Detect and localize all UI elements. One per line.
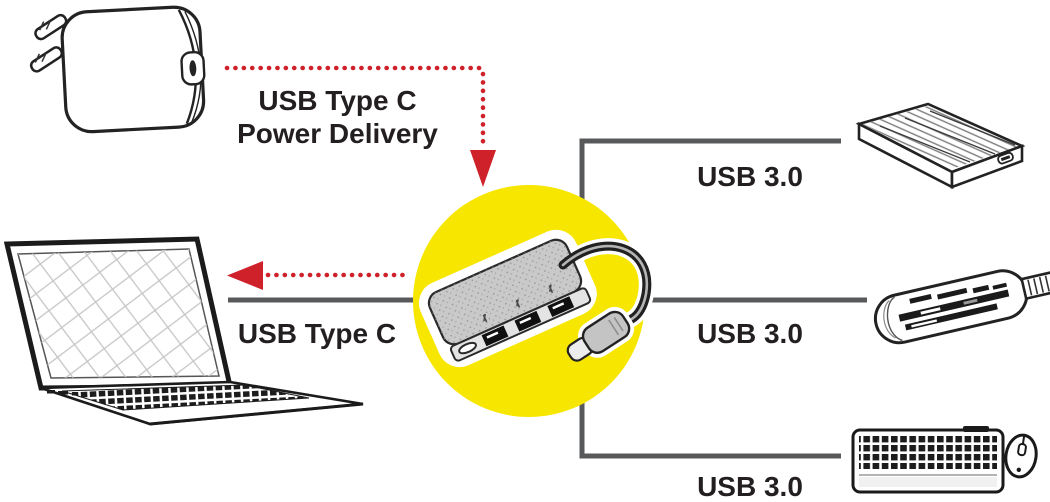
usb-c-outlet: [180, 50, 206, 86]
host-link-label: USB Type C: [237, 318, 397, 349]
hdd-port: [997, 151, 1014, 165]
usb-a-ports: [481, 296, 575, 347]
usb3-label-top: USB 3.0: [697, 161, 803, 192]
usb-c-hub-icon: [418, 229, 655, 368]
mouse: [1004, 433, 1038, 479]
keyboard: [851, 426, 1005, 494]
usb-c-port: [458, 341, 477, 355]
card-reader-top-marks: [909, 282, 1007, 304]
usb3-label-bottom: USB 3.0: [697, 471, 803, 502]
keyboard-mouse-icon: [851, 426, 1038, 494]
hub-body: [418, 229, 597, 368]
power-delivery-label-line1: USB Type C: [258, 85, 417, 116]
power-delivery-label-line2: Power Delivery: [237, 118, 438, 149]
usb-c-power-adapter-icon: [29, 5, 206, 134]
usb-c-connector: [566, 306, 635, 362]
external-hard-drive-icon: [855, 102, 1026, 190]
laptop-side-ports: [47, 390, 78, 396]
card-reader-icon: [873, 269, 1050, 345]
card-slots: [898, 289, 1010, 331]
usb-plug: [1020, 270, 1050, 301]
laptop-keyboard: [61, 384, 310, 411]
port-marks: [482, 284, 554, 323]
plug-pins: [29, 13, 68, 73]
power-delivery-label: USB Type C Power Delivery: [195, 84, 480, 150]
laptop-icon: [3, 236, 364, 426]
usb3-label-middle: USB 3.0: [697, 318, 803, 349]
